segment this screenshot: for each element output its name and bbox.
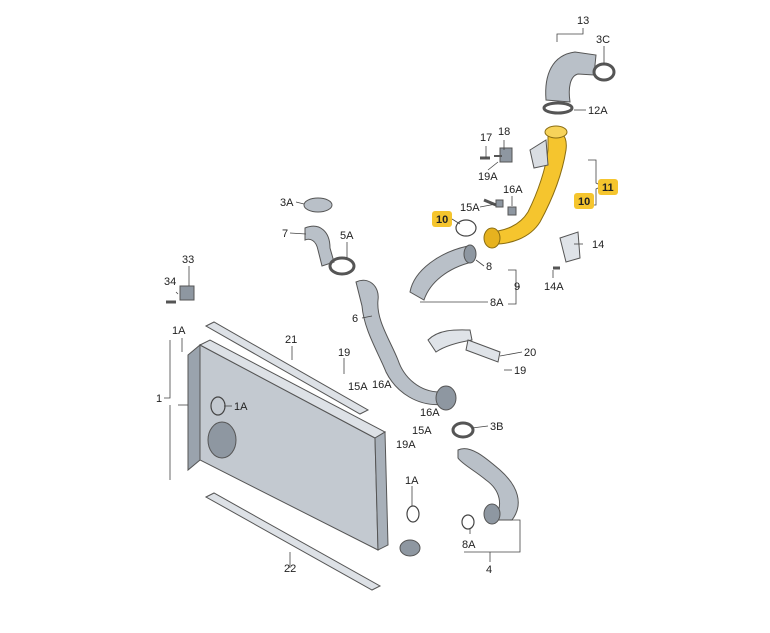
label-4: 4 (486, 564, 492, 576)
label-16A-top: 16A (503, 184, 523, 196)
highlight-10-left (432, 211, 452, 227)
cap-3A (303, 197, 333, 213)
charge-air-pipe-highlighted (483, 125, 568, 249)
label-1A-mid: 1A (234, 401, 248, 413)
label-8A-low: 8A (462, 539, 476, 551)
label-11: 11 (602, 182, 614, 194)
leader-lines (164, 28, 605, 568)
clamp-3B (451, 421, 475, 439)
label-15A-low: 15A (412, 425, 432, 437)
label-10-left: 10 (436, 214, 448, 226)
label-3B: 3B (490, 421, 503, 433)
sensor-18 (494, 147, 513, 163)
label-22: 22 (284, 563, 296, 575)
label-16A-mid: 16A (372, 379, 392, 391)
label-13: 13 (577, 15, 589, 27)
label-12A: 12A (588, 105, 608, 117)
intercooler-1 (187, 339, 421, 557)
part-labels: 13 3C 12A 17 18 19A 16A 15A 10 11 10 14 … (156, 15, 618, 576)
label-19A-top: 19A (478, 171, 498, 183)
elbow-hose-13 (542, 51, 616, 115)
pipe-6 (355, 279, 457, 411)
label-1A-low: 1A (405, 475, 419, 487)
hose-7 (304, 225, 335, 267)
label-19A-low: 19A (396, 439, 416, 451)
highlight-10-right (574, 193, 594, 209)
label-19-left: 19 (338, 347, 350, 359)
label-7: 7 (282, 228, 288, 240)
label-16A-low: 16A (420, 407, 440, 419)
label-19-right: 19 (514, 365, 526, 377)
strip-22 (204, 492, 382, 591)
hose-4 (457, 448, 519, 525)
label-8A-mid: 8A (490, 297, 504, 309)
label-15A-top: 15A (460, 202, 480, 214)
highlight-11 (598, 179, 618, 195)
label-5A: 5A (340, 230, 354, 242)
label-17: 17 (480, 132, 492, 144)
label-1A-top: 1A (172, 325, 186, 337)
strip-21 (204, 321, 370, 415)
label-14: 14 (592, 239, 604, 251)
label-18: 18 (498, 126, 510, 138)
pipe-20 (427, 329, 501, 363)
label-10-right: 10 (578, 196, 590, 208)
label-3A: 3A (280, 197, 294, 209)
label-33: 33 (182, 254, 194, 266)
clamp-5A (328, 256, 356, 276)
label-34: 34 (164, 276, 176, 288)
label-6: 6 (352, 313, 358, 325)
label-8: 8 (486, 261, 492, 273)
label-9: 9 (514, 281, 520, 293)
bolts-top (455, 156, 517, 237)
label-14A: 14A (544, 281, 564, 293)
hose-8 (409, 244, 477, 301)
label-1: 1 (156, 393, 162, 405)
sensor-33 (166, 285, 195, 304)
label-20: 20 (524, 347, 536, 359)
label-3C: 3C (596, 34, 610, 46)
label-21: 21 (285, 334, 297, 346)
label-15A-mid: 15A (348, 381, 368, 393)
bracket-14 (553, 231, 581, 270)
